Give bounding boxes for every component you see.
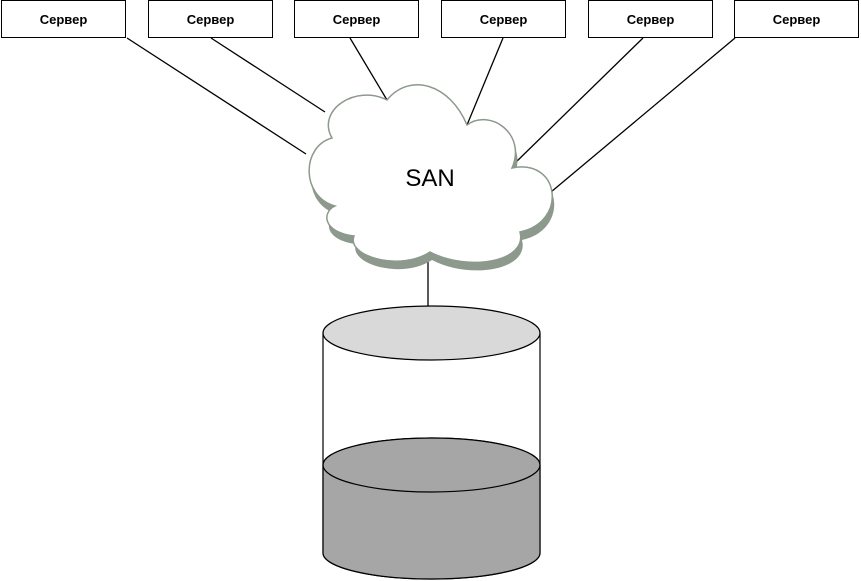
server-box-1: Сервер	[1, 0, 126, 38]
server-box-3: Сервер	[294, 0, 419, 38]
server-box-4: Сервер	[441, 0, 566, 38]
server-box-2: Сервер	[148, 0, 273, 38]
storage-cylinder	[322, 305, 541, 580]
connection-line-server-5	[512, 37, 644, 166]
san-cloud-body	[308, 84, 553, 264]
connection-line-server-2	[210, 37, 326, 113]
connection-line-server-4	[466, 37, 504, 126]
storage-cylinder-top	[322, 305, 541, 361]
server-label-3: Сервер	[332, 11, 381, 27]
san-label: SAN	[405, 165, 454, 192]
san-cloud: SAN	[308, 84, 555, 271]
server-label-4: Сервер	[479, 11, 528, 27]
connection-line-server-1	[126, 37, 307, 155]
server-label-1: Сервер	[39, 11, 88, 27]
server-label-2: Сервер	[186, 11, 235, 27]
server-box-5: Сервер	[588, 0, 713, 38]
server-label-5: Сервер	[626, 11, 675, 27]
storage-fill-surface	[322, 437, 541, 493]
connection-line-server-6	[550, 37, 736, 193]
connection-lines	[126, 37, 736, 306]
server-box-6: Сервер	[734, 0, 859, 38]
connection-line-server-3	[349, 37, 388, 101]
server-label-6: Сервер	[772, 11, 821, 27]
